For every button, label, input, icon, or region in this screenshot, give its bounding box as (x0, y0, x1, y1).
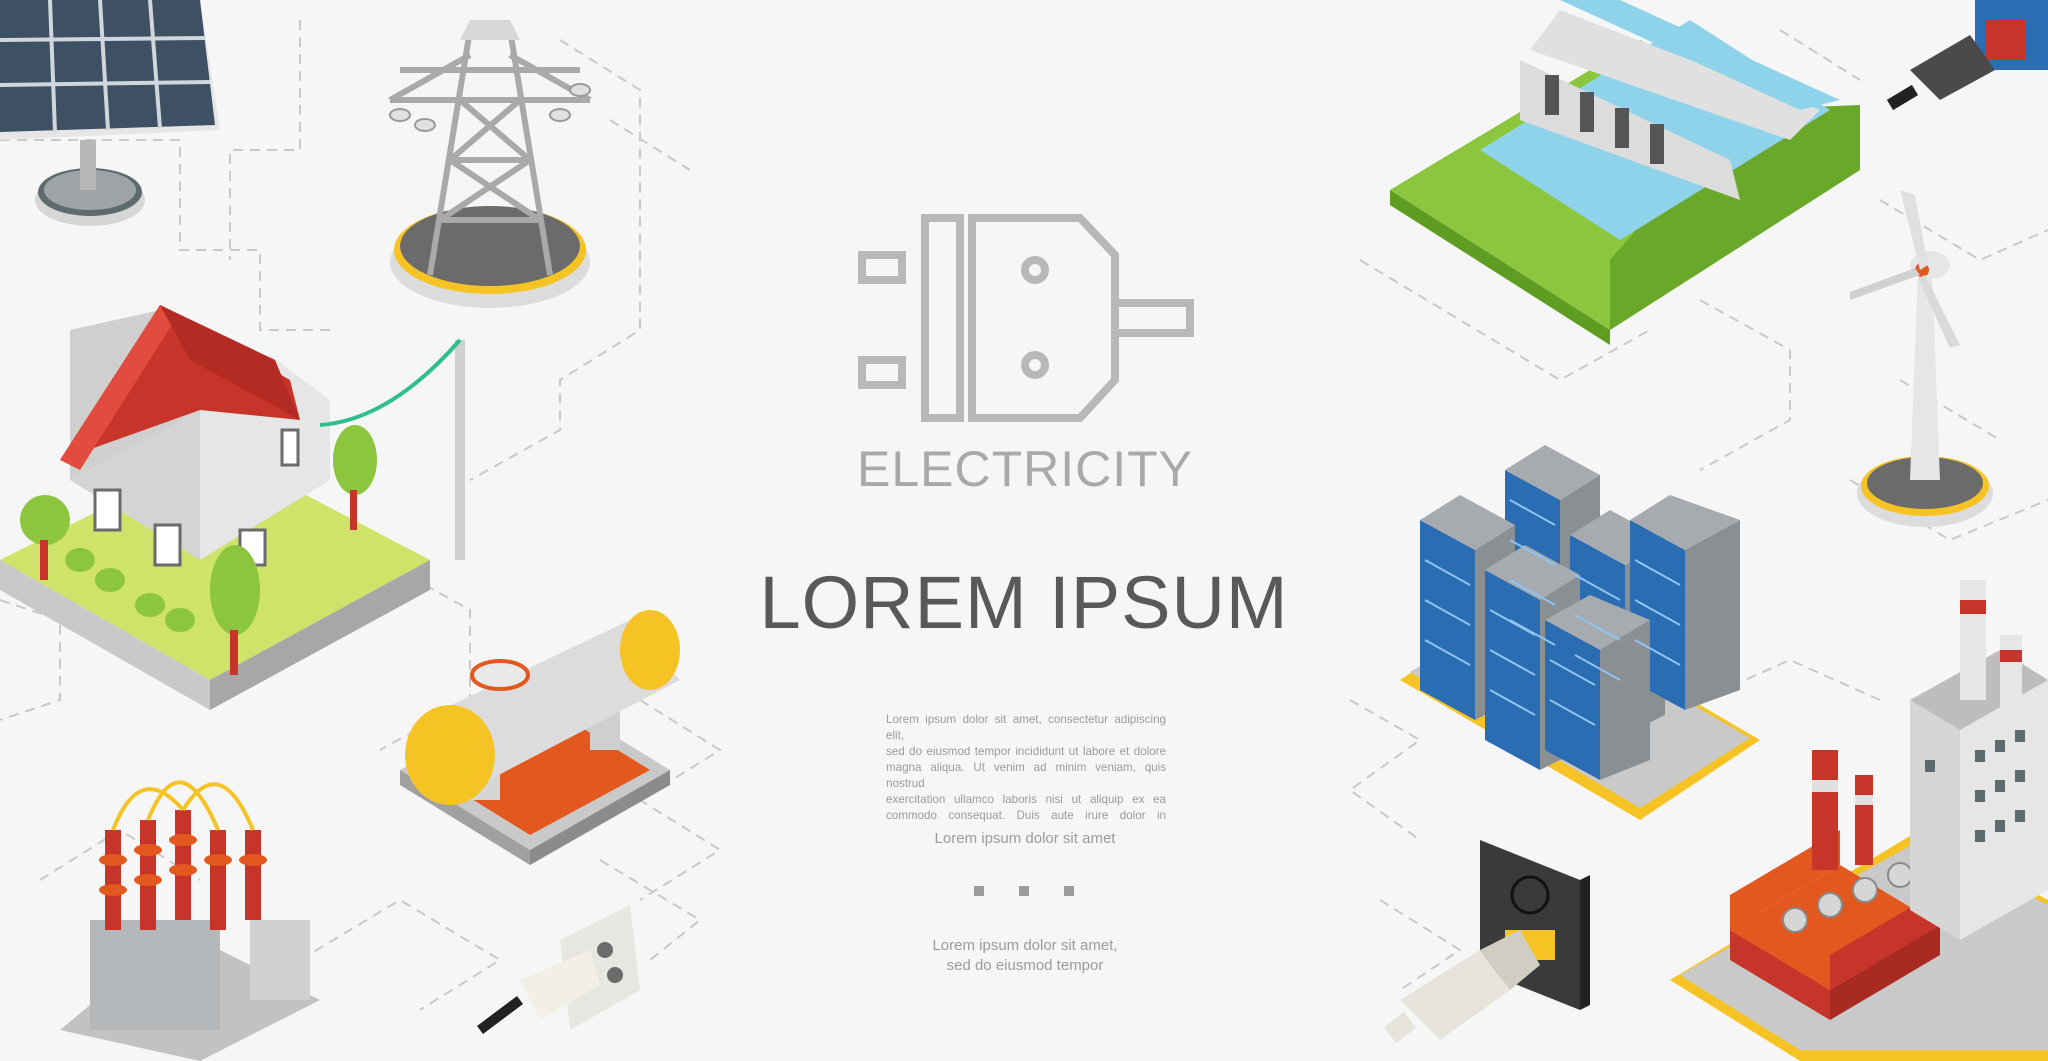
server-racks-icon (1400, 445, 1760, 820)
dot (1064, 886, 1074, 896)
transformer-icon (60, 780, 320, 1061)
house-icon (0, 305, 465, 710)
power-tower-icon (388, 20, 592, 308)
dot (1019, 886, 1029, 896)
dot (974, 886, 984, 896)
paragraph-line: sed do eiusmod tempor incididunt ut labo… (886, 745, 1166, 758)
usb-plug-icon (1886, 0, 2048, 111)
electric-plug-icon (1384, 930, 1540, 1043)
gas-tank-icon (400, 610, 680, 865)
body-paragraph: Lorem ipsum dolor sit amet, consectetur … (886, 712, 1166, 824)
subline-text: Lorem ipsum dolor sit amet (934, 830, 1116, 847)
main-title: LOREM IPSUM (759, 561, 1289, 644)
plug-socket-icon (477, 905, 640, 1034)
center-plug-icon (858, 214, 1194, 422)
bottom-line: Lorem ipsum dolor sit amet, (932, 937, 1118, 954)
paragraph-line: exercitation ullamco laboris nisi ut ali… (886, 793, 1166, 806)
factory-icon (1670, 580, 2048, 1061)
network-lines (0, 20, 2048, 1011)
paragraph-line: magna aliqua. Ut venim ad minim veniam, … (886, 761, 1166, 790)
wind-turbine-icon (1850, 190, 1993, 527)
bottom-line: sed do eiusmod tempor (946, 957, 1104, 974)
paragraph-line: Lorem ipsum dolor sit amet, consectetur … (886, 713, 1166, 742)
electricity-heading: ELECTRICITY (856, 441, 1194, 497)
dots-divider (974, 886, 1074, 896)
hydro-dam-icon (1390, 0, 1860, 345)
bottom-text: Lorem ipsum dolor sit amet, sed do eiusm… (880, 936, 1170, 976)
paragraph-line: commodo consequat. Duis aute irure dolor… (886, 809, 1166, 822)
solar-panel-icon (0, 0, 220, 226)
